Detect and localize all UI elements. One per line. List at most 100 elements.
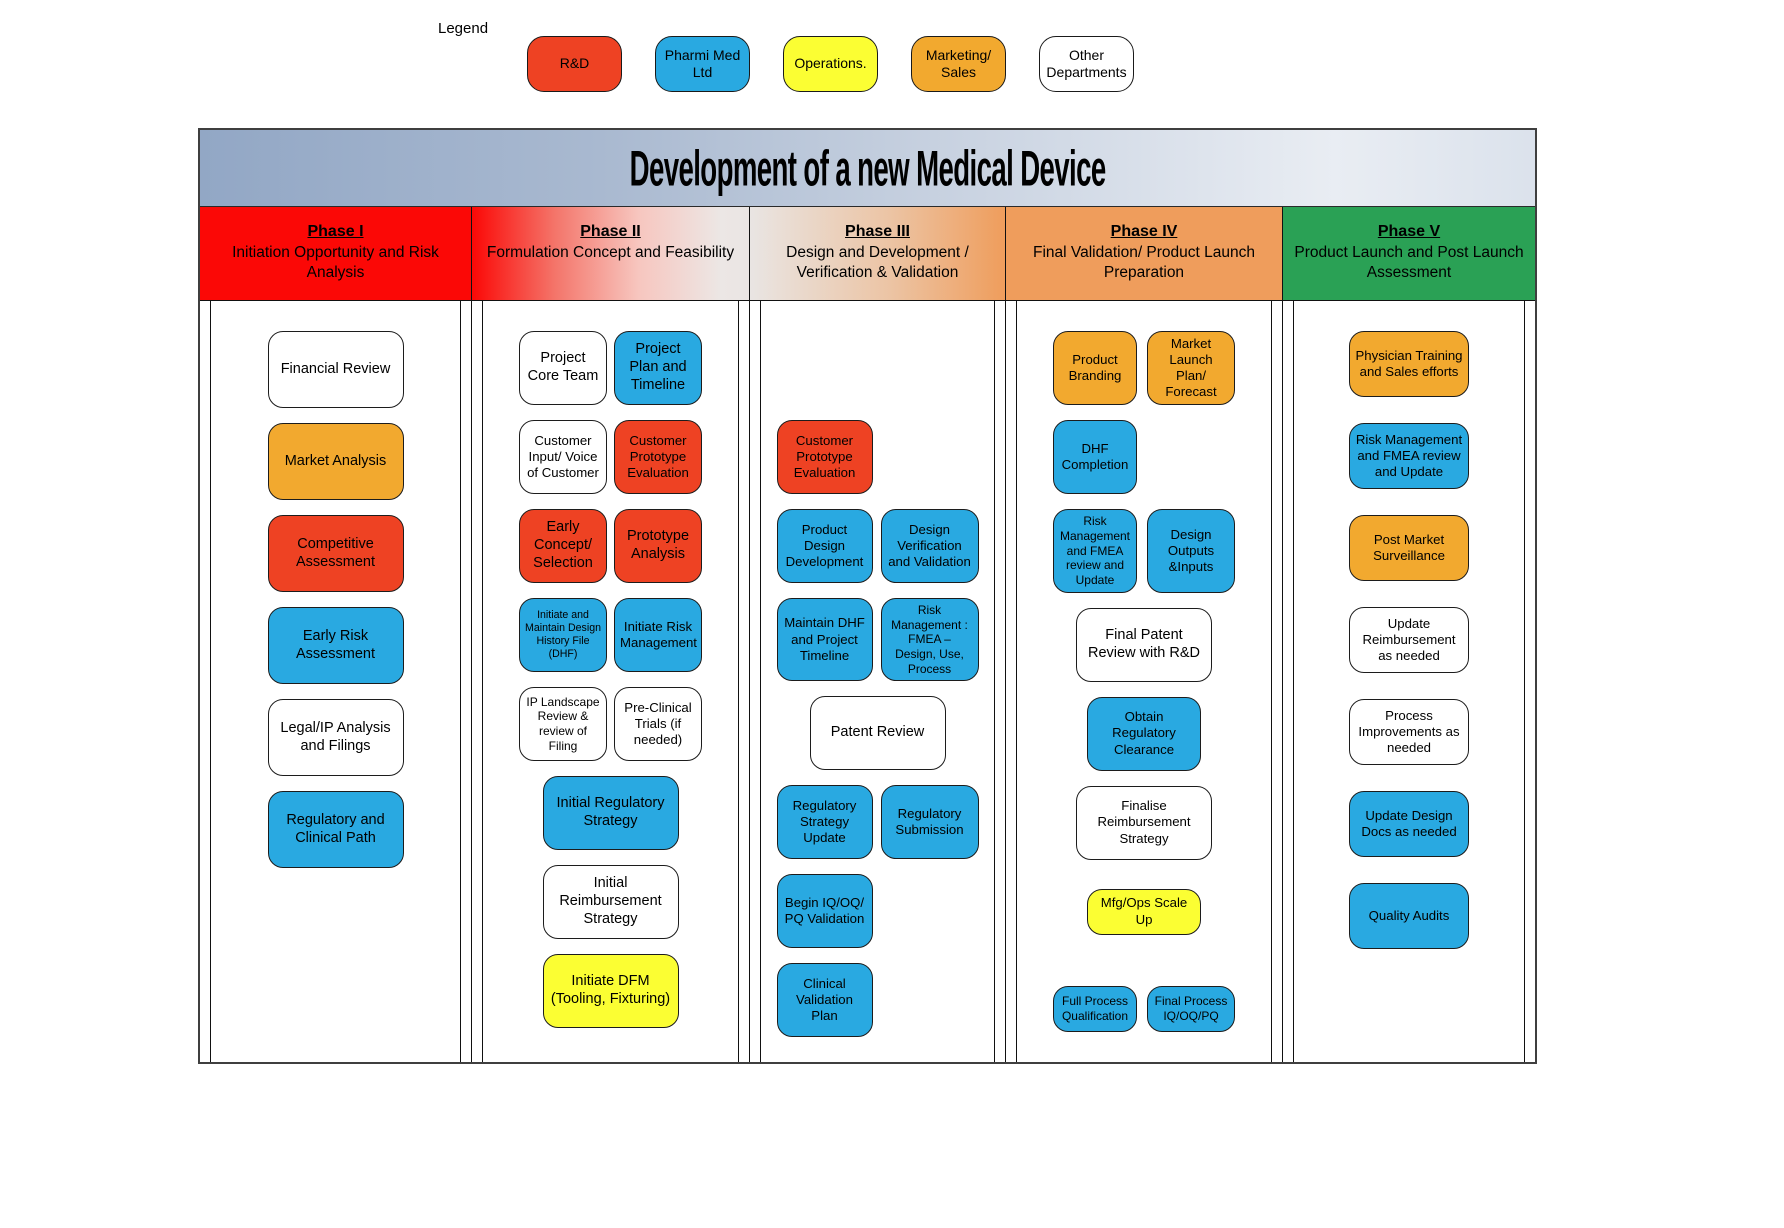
task-label: Initial Regulatory Strategy — [556, 795, 665, 829]
task-box: Physician Training and Sales efforts — [1349, 331, 1469, 397]
task-box: Early Risk Assessment — [267, 607, 404, 684]
task-box: Project Core Team — [519, 331, 607, 405]
task-label: Process Improvements as needed — [1358, 707, 1460, 756]
task-label: Project Core Team — [527, 350, 599, 384]
task-box: Customer Prototype Evaluation — [776, 420, 873, 494]
task-label: Legal/IP Analysis and Filings — [280, 719, 391, 754]
phase-name: Phase V — [1377, 223, 1441, 240]
task-label: Risk Management and FMEA review and Upda… — [1059, 514, 1131, 587]
task-box: Post Market Surveillance — [1349, 515, 1469, 581]
task-box: Pre-Clinical Trials (if needed) — [614, 687, 702, 761]
task-label: Update Design Docs as needed — [1361, 807, 1457, 839]
task-label: Regulatory and Clinical Path — [286, 811, 385, 846]
phase-subtitle: Formulation Concept and Feasibility — [486, 244, 735, 261]
task-box: DHF Completion — [1053, 420, 1137, 495]
chart-title-bar: Development of a new Medical Device — [200, 130, 1535, 207]
task-label: Clinical Validation Plan — [796, 975, 853, 1024]
task-label: Early Concept/ Selection — [533, 519, 593, 571]
legend-item: R&D — [527, 36, 622, 92]
task-label: Post Market Surveillance — [1373, 531, 1445, 563]
lane-gutter — [472, 301, 483, 1062]
task-label: Design Outputs &Inputs — [1167, 526, 1215, 574]
legend-item: Operations. — [783, 36, 878, 92]
task-box: IP Landscape Review & review of Filing — [519, 687, 607, 761]
task-box: Legal/IP Analysis and Filings — [267, 699, 404, 776]
task-label: IP Landscape Review & review of Filing — [526, 694, 600, 753]
phase-name: Phase IV — [1110, 223, 1178, 240]
task-box: Risk Management and FMEA review and Upda… — [1349, 423, 1469, 489]
task-label: Final Patent Review with R&D — [1088, 626, 1200, 661]
legend-item-label: Pharmi Med Ltd — [664, 46, 741, 81]
task-label: Pre-Clinical Trials (if needed) — [624, 699, 692, 748]
phase-subtitle: Product Launch and Post Launch Assessmen… — [1294, 244, 1524, 282]
task-box: Initiate DFM (Tooling, Fixturing) — [542, 954, 679, 1028]
task-label: Early Risk Assessment — [296, 627, 375, 662]
lane-gutter — [994, 301, 1005, 1062]
legend-item-label: R&D — [559, 55, 590, 72]
phase-header-5: Phase V Product Launch and Post Launch As… — [1283, 207, 1535, 300]
phase-name: Phase I — [307, 223, 364, 240]
lane-gutter — [460, 301, 471, 1062]
phase-header-4: Phase IV Final Validation/ Product Launch… — [1006, 207, 1283, 300]
task-box: Design Outputs &Inputs — [1147, 509, 1235, 593]
phase-name: Phase II — [580, 223, 641, 240]
task-label: Maintain DHF and Project Timeline — [784, 615, 865, 663]
legend: R&D Pharmi Med Ltd Operations. Marketing/ S… — [527, 36, 1134, 92]
task-label: Customer Prototype Evaluation — [627, 432, 689, 481]
task-box: Product Design Development — [776, 509, 873, 583]
task-box: Initiate and Maintain Design History Fil… — [519, 598, 607, 672]
task-label: Competitive Assessment — [296, 535, 375, 570]
task-label: Mfg/Ops Scale Up — [1100, 895, 1188, 927]
phase-lane-2: Project Core Team Project Plan and Timeli… — [472, 301, 750, 1062]
task-label: Customer Prototype Evaluation — [793, 432, 856, 481]
task-box: Financial Review — [267, 331, 404, 408]
task-label: Physician Training and Sales efforts — [1355, 347, 1463, 379]
legend-item-label: Operations. — [794, 55, 867, 72]
task-label: Initiate and Maintain Design History Fil… — [525, 609, 601, 660]
task-label: Financial Review — [280, 360, 391, 377]
task-box: Mfg/Ops Scale Up — [1087, 888, 1201, 935]
task-box: Process Improvements as needed — [1349, 699, 1469, 765]
task-label: Regulatory Strategy Update — [792, 797, 857, 846]
task-box: Product Branding — [1053, 331, 1137, 406]
legend-item-label: Other Departments — [1046, 46, 1127, 81]
task-label: Product Design Development — [785, 521, 864, 570]
task-label: Initiate DFM (Tooling, Fixturing) — [550, 973, 671, 1007]
legend-item-label: Marketing/ Sales — [925, 46, 992, 81]
phase-subtitle: Final Validation/ Product Launch Prepara… — [1032, 244, 1256, 282]
lane-gutter — [1271, 301, 1282, 1062]
task-box: Obtain Regulatory Clearance — [1087, 696, 1201, 771]
phase-subtitle: Initiation Opportunity and Risk Analysis — [232, 244, 439, 282]
task-box: Prototype Analysis — [614, 509, 702, 583]
legend-item: Marketing/ Sales — [911, 36, 1006, 92]
task-box: Customer Prototype Evaluation — [614, 420, 702, 494]
phase-header-1: Phase I Initiation Opportunity and Risk A… — [200, 207, 472, 300]
task-box: Market Analysis — [267, 423, 404, 500]
task-box: Customer Input/ Voice of Customer — [519, 420, 607, 494]
task-box: Competitive Assessment — [267, 515, 404, 592]
phase-header-row: Phase I Initiation Opportunity and Risk A… — [200, 207, 1535, 300]
task-box: Risk Management : FMEA – Design, Use, Pr… — [880, 598, 979, 682]
task-label: Full Process Qualification — [1061, 993, 1129, 1023]
task-label: Project Plan and Timeline — [629, 341, 687, 393]
task-box: Market Launch Plan/ Forecast — [1147, 331, 1235, 406]
task-label: Initiate Risk Management — [620, 618, 697, 650]
task-box: Regulatory Strategy Update — [776, 785, 873, 860]
task-box: Full Process Qualification — [1053, 985, 1137, 1032]
task-box: Initiate Risk Management — [614, 598, 702, 672]
task-box: Final Patent Review with R&D — [1076, 607, 1212, 682]
task-label: Customer Input/ Voice of Customer — [527, 432, 599, 481]
task-box: Maintain DHF and Project Timeline — [776, 598, 873, 682]
legend-label: Legend — [438, 20, 489, 37]
task-label: Final Process IQ/OQ/PQ — [1154, 993, 1228, 1023]
task-box: Update Reimbursement as needed — [1349, 607, 1469, 673]
task-box: Quality Audits — [1349, 883, 1469, 949]
